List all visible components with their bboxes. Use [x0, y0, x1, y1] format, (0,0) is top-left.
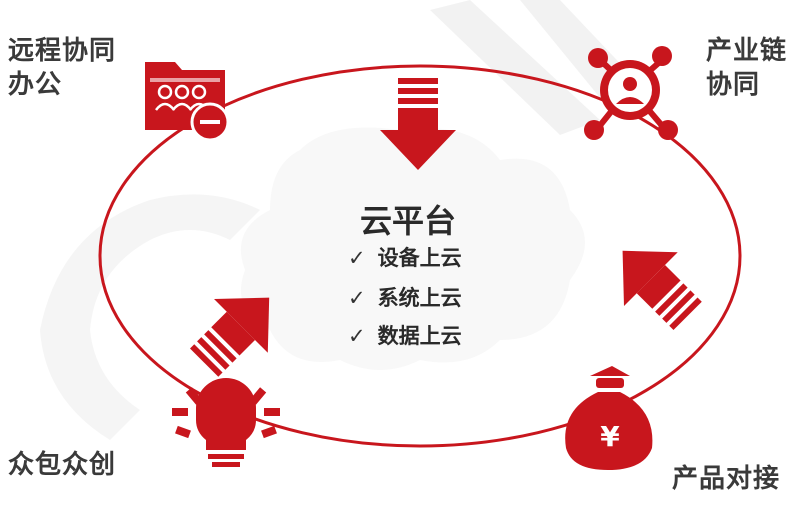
arrow-down-icon [380, 78, 456, 170]
cycle-ring [98, 64, 742, 448]
check-icon: ✓ [348, 324, 366, 348]
label-remote-office-line1: 远程协同 [8, 36, 117, 66]
svg-text:¥: ¥ [600, 420, 620, 453]
label-remote-office: 远程协同 办公 [8, 34, 116, 102]
check-item-data: ✓ 数据上云 [348, 320, 462, 350]
network-person-icon [584, 46, 678, 140]
label-industry-chain-line2: 协同 [706, 70, 761, 100]
label-industry-chain-line1: 产业链 [706, 36, 788, 66]
arrow-up-right-icon-left [190, 297, 270, 377]
watermark-shapes [40, 0, 650, 440]
check-icon: ✓ [348, 246, 366, 270]
label-remote-office-line2: 办公 [8, 70, 63, 100]
lightbulb-icon [172, 378, 280, 467]
center-title: 云平台 [360, 202, 457, 240]
label-industry-chain: 产业链 协同 [706, 34, 787, 102]
money-bag-icon: ¥ [565, 366, 653, 470]
label-crowdsourcing: 众包众创 [8, 450, 117, 480]
check-item-devices: ✓ 设备上云 [348, 242, 462, 272]
check-item-label: 系统上云 [377, 286, 462, 310]
check-icon: ✓ [348, 286, 366, 310]
check-item-systems: ✓ 系统上云 [348, 282, 462, 312]
arrow-up-left-icon-right [622, 250, 702, 330]
check-item-label: 数据上云 [377, 324, 462, 348]
remote-office-folder-icon [145, 62, 230, 142]
label-product-docking: 产品对接 [672, 464, 781, 494]
check-item-label: 设备上云 [377, 246, 462, 270]
